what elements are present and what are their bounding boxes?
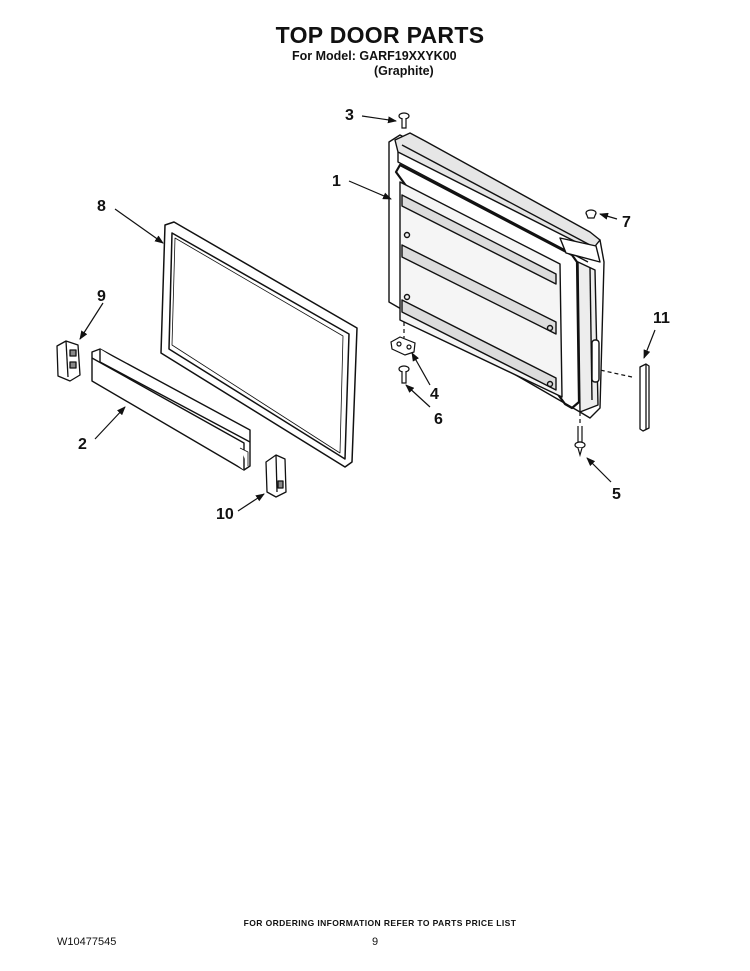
ordering-note: FOR ORDERING INFORMATION REFER TO PARTS … bbox=[243, 918, 517, 928]
callout-11: 11 bbox=[653, 310, 670, 327]
door-liner-part bbox=[388, 132, 605, 419]
callout-1: 1 bbox=[332, 173, 341, 190]
callout-4: 4 bbox=[430, 386, 439, 403]
plug-7-part bbox=[585, 209, 597, 219]
callout-10: 10 bbox=[216, 506, 234, 523]
screw-5-part bbox=[574, 426, 586, 458]
callout-7: 7 bbox=[622, 214, 631, 231]
door-gasket-part bbox=[160, 221, 358, 468]
page-number: 9 bbox=[372, 936, 379, 948]
callout-2: 2 bbox=[78, 436, 87, 453]
screw-3-part bbox=[398, 112, 410, 129]
callout-5: 5 bbox=[612, 486, 621, 503]
hinge-bracket-4-part bbox=[390, 336, 416, 356]
handle-strip-11-part bbox=[639, 363, 650, 432]
callout-9: 9 bbox=[97, 288, 106, 305]
screw-6-part bbox=[398, 365, 410, 384]
page-title: TOP DOOR PARTS bbox=[275, 22, 485, 48]
color-line: (Graphite) bbox=[374, 64, 434, 78]
callout-6: 6 bbox=[434, 411, 443, 428]
document-number: W10477545 bbox=[57, 936, 117, 948]
leader-lines bbox=[79, 115, 656, 512]
right-end-cap-part bbox=[265, 454, 287, 498]
left-end-cap-part bbox=[56, 340, 81, 382]
callout-8: 8 bbox=[97, 198, 106, 215]
callout-3: 3 bbox=[345, 107, 354, 124]
door-trim-part bbox=[91, 348, 251, 471]
model-line: For Model: GARF19XXYK00 bbox=[292, 49, 457, 63]
